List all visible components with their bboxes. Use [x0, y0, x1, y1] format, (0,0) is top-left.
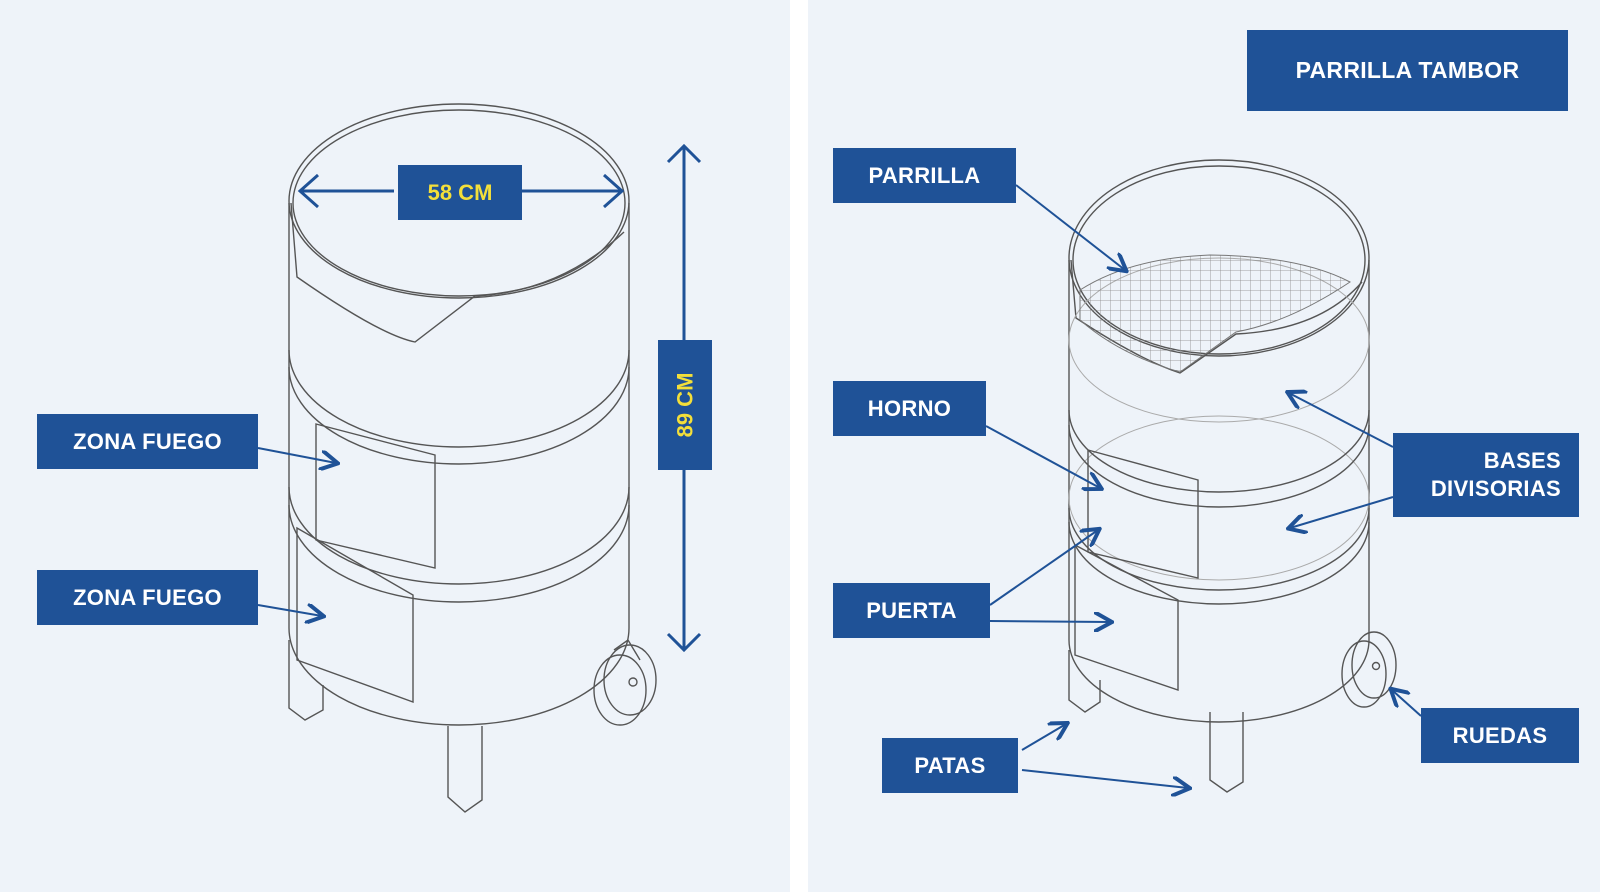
width-dimension-label: 58 CM: [398, 165, 522, 220]
width-dimension-text: 58 CM: [427, 179, 493, 205]
label-zona-fuego-upper: ZONA FUEGO: [37, 414, 258, 469]
left-panel: 58 CM 89 CM ZONA FUEGO ZONA FUEGO: [0, 0, 790, 892]
width-dimension-arrow: [297, 173, 625, 209]
height-dimension-arrow: [666, 143, 702, 653]
height-dimension-text: 89 CM: [672, 372, 698, 438]
label-bases-divisorias: BASES DIVISORIAS: [1393, 433, 1579, 517]
drum-grill-parts-drawing: [985, 159, 1422, 892]
label-parrilla: PARRILLA: [833, 148, 1016, 203]
diagram-title: PARRILLA TAMBOR: [1247, 30, 1568, 111]
label-zona-fuego-lower: ZONA FUEGO: [37, 570, 258, 625]
drum-grill-dimensions-drawing: [257, 103, 702, 813]
label-patas: PATAS: [882, 738, 1018, 793]
right-leader-lines: [985, 184, 1422, 788]
label-ruedas: RUEDAS: [1421, 708, 1579, 763]
label-puerta: PUERTA: [833, 583, 990, 638]
height-dimension-label: 89 CM: [658, 340, 712, 470]
right-panel: PARRILLA TAMBOR PARRILLA HORNO PUERTA PA…: [808, 0, 1600, 892]
leader-lines: [257, 447, 336, 616]
drum-outline: [288, 103, 657, 813]
grill-mesh: [1079, 254, 1351, 373]
label-horno: HORNO: [833, 381, 986, 436]
